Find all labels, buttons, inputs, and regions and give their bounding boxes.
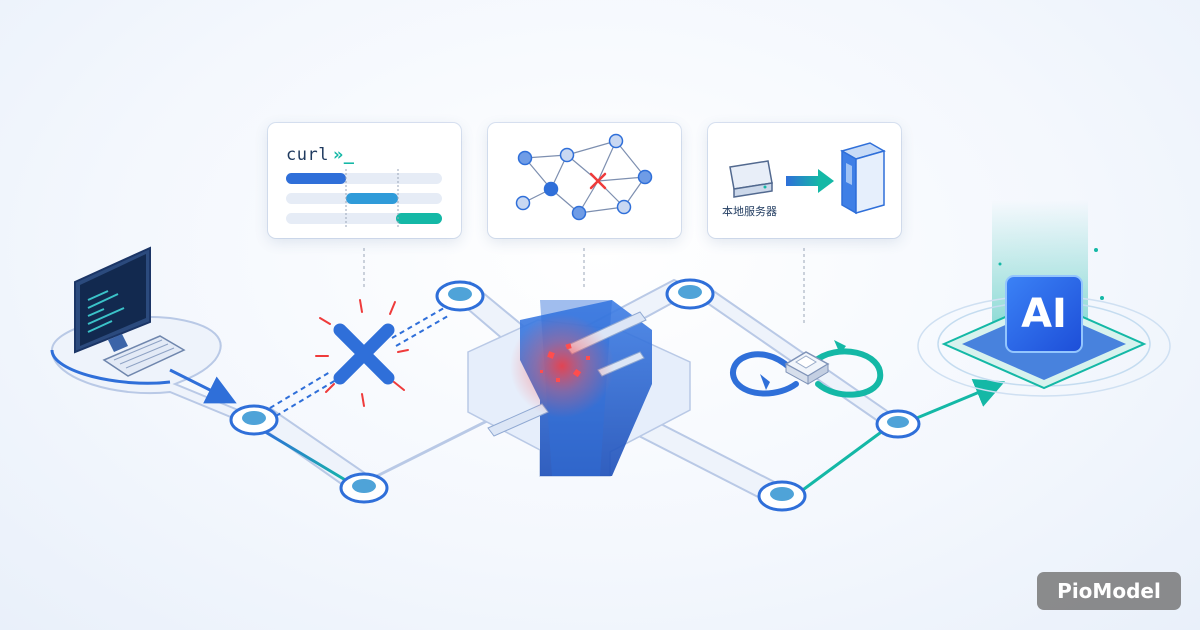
ai-chip-icon (1005, 275, 1083, 353)
local-server-card: 本地服务器 (708, 123, 901, 238)
network-graph-card (488, 123, 681, 238)
keyboard-icon (102, 335, 186, 377)
transfer-arrow-icon (786, 169, 834, 193)
node-right (875, 409, 921, 439)
server-tower-icon (840, 142, 886, 215)
curl-command-text: curl»_ (286, 145, 354, 165)
computer-icon (74, 246, 151, 354)
node-bottom-right (757, 480, 807, 512)
curl-command: curl (286, 145, 329, 165)
watermark-logo: PioModel (1037, 572, 1181, 610)
track-nodes (229, 278, 921, 512)
node-bottom-left (339, 472, 389, 504)
node-start (229, 404, 279, 436)
blocked-x-icon (315, 299, 409, 407)
server-drive-icon (729, 160, 773, 198)
shatter-fragments (540, 343, 590, 382)
chip-icon (784, 351, 830, 385)
error-glow (510, 314, 614, 418)
node-top-right (665, 278, 715, 310)
card-connectors (363, 248, 805, 325)
broken-link (269, 307, 449, 417)
server-illustration (729, 142, 886, 215)
sync-loop-icon (730, 348, 884, 398)
computer-to-node-arrow (169, 368, 237, 404)
progress-bars (286, 169, 442, 229)
curl-command-card: curl»_ (268, 123, 461, 238)
network-error-x-icon (589, 172, 607, 190)
network-graph-icon (515, 133, 653, 221)
node-top-left (435, 280, 485, 312)
teal-links (261, 379, 1006, 494)
local-server-label: 本地服务器 (722, 205, 777, 218)
curl-prompt: »_ (332, 145, 355, 165)
